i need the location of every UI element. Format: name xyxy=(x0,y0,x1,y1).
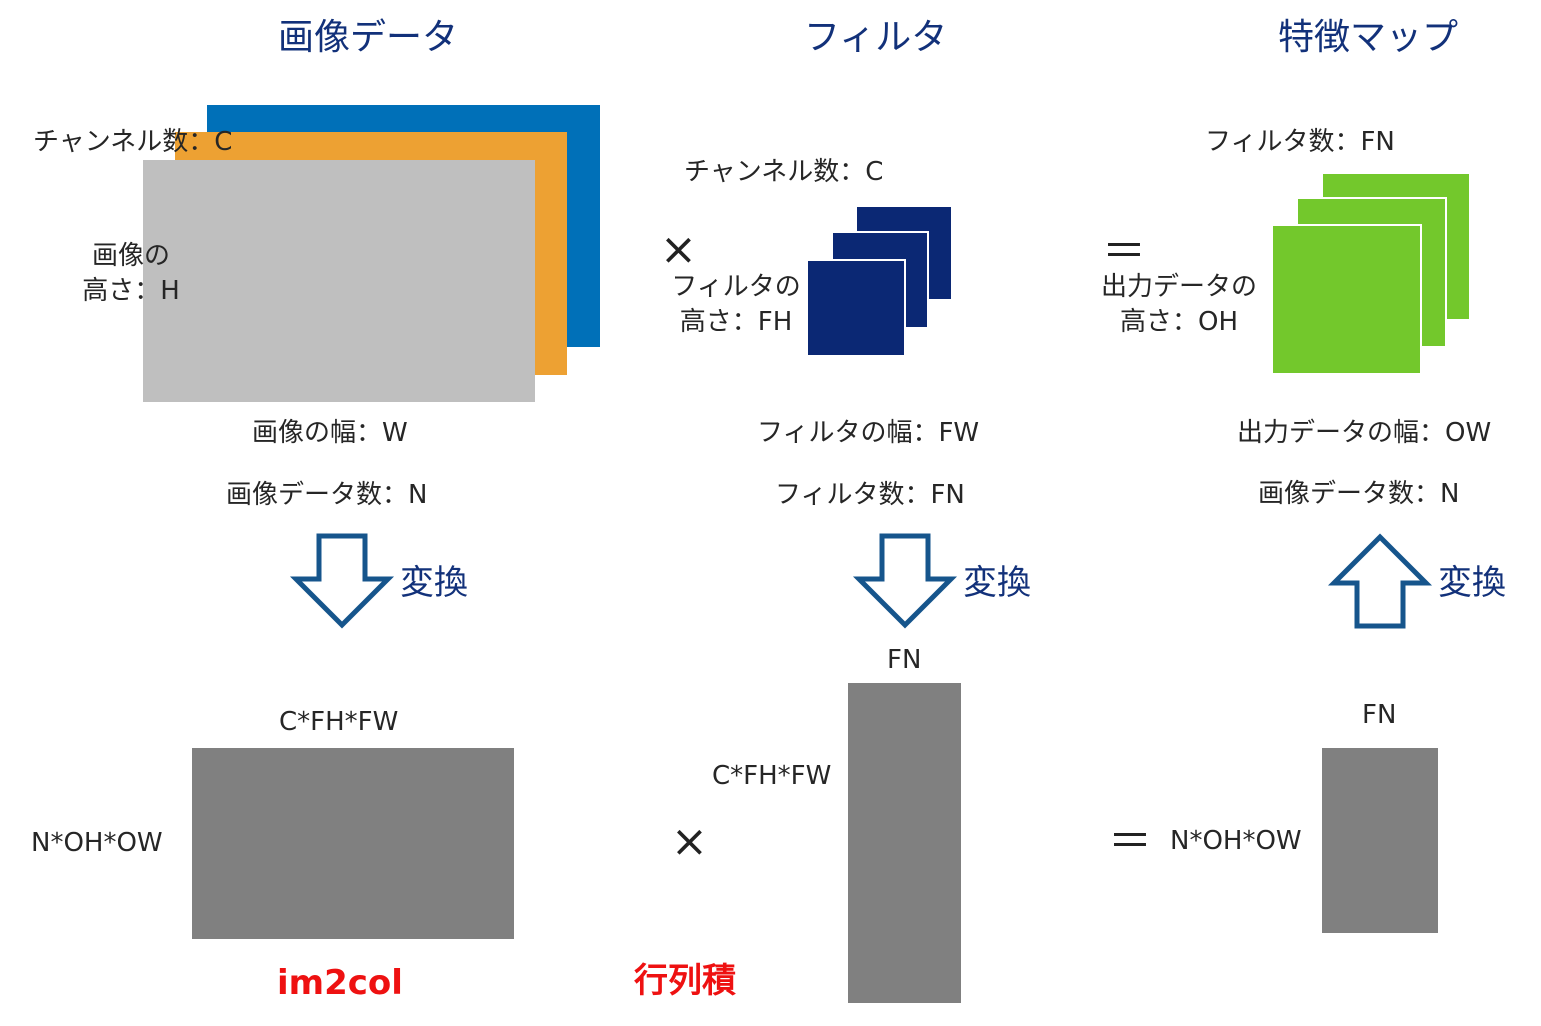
filter-width-label: フィルタの幅：FW xyxy=(757,418,980,448)
transform-label-feature: 変換 xyxy=(1438,563,1506,603)
image-count-label: 画像データ数：N xyxy=(226,480,428,510)
image-width-label: 画像の幅：W xyxy=(252,418,408,448)
feature-data-count-label: 画像データ数：N xyxy=(1258,479,1460,509)
filter-channels-label: チャンネル数：C xyxy=(684,157,884,187)
times-operator-bottom: × xyxy=(671,816,708,867)
times-operator-top: × xyxy=(660,224,697,275)
output-matrix xyxy=(1322,748,1438,933)
down-arrow-image xyxy=(289,533,395,629)
image-matrix-rows-label: N*OH*OW xyxy=(31,828,163,858)
image-height-label: 画像の 高さ：H xyxy=(82,241,180,307)
filter-height-label: フィルタの 高さ：FH xyxy=(671,272,801,338)
filter-count-label: フィルタ数：FN xyxy=(775,480,965,510)
header-feature-map: 特徴マップ xyxy=(1278,17,1459,58)
image-channels-label: チャンネル数：C xyxy=(33,127,233,157)
transform-label-image: 変換 xyxy=(400,563,468,603)
equals-operator-bottom: ＝ xyxy=(1108,816,1152,867)
filter-channel-front xyxy=(806,259,906,357)
feature-map-front xyxy=(1271,224,1422,375)
filter-matrix-cols-label: FN xyxy=(887,645,922,675)
matmul-label: 行列積 xyxy=(634,961,736,1001)
header-filter: フィルタ xyxy=(804,17,948,58)
filter-matrix-rows-label: C*FH*FW xyxy=(712,761,832,791)
im2col-label: im2col xyxy=(277,963,403,1003)
equals-operator-top: ＝ xyxy=(1102,226,1146,277)
feature-height-label: 出力データの 高さ：OH xyxy=(1100,272,1257,338)
output-matrix-cols-label: FN xyxy=(1362,700,1397,730)
transform-label-filter: 変換 xyxy=(963,563,1031,603)
feature-count-label: フィルタ数：FN xyxy=(1205,127,1395,157)
header-image-data: 画像データ xyxy=(278,17,459,58)
up-arrow-feature xyxy=(1327,533,1433,629)
output-matrix-rows-label: N*OH*OW xyxy=(1170,826,1302,856)
image-channel-gray xyxy=(143,160,535,402)
feature-width-label: 出力データの幅：OW xyxy=(1237,418,1492,448)
image-col-matrix xyxy=(192,748,514,939)
image-matrix-cols-label: C*FH*FW xyxy=(279,707,399,737)
filter-matrix xyxy=(848,683,961,1003)
down-arrow-filter xyxy=(852,533,958,629)
